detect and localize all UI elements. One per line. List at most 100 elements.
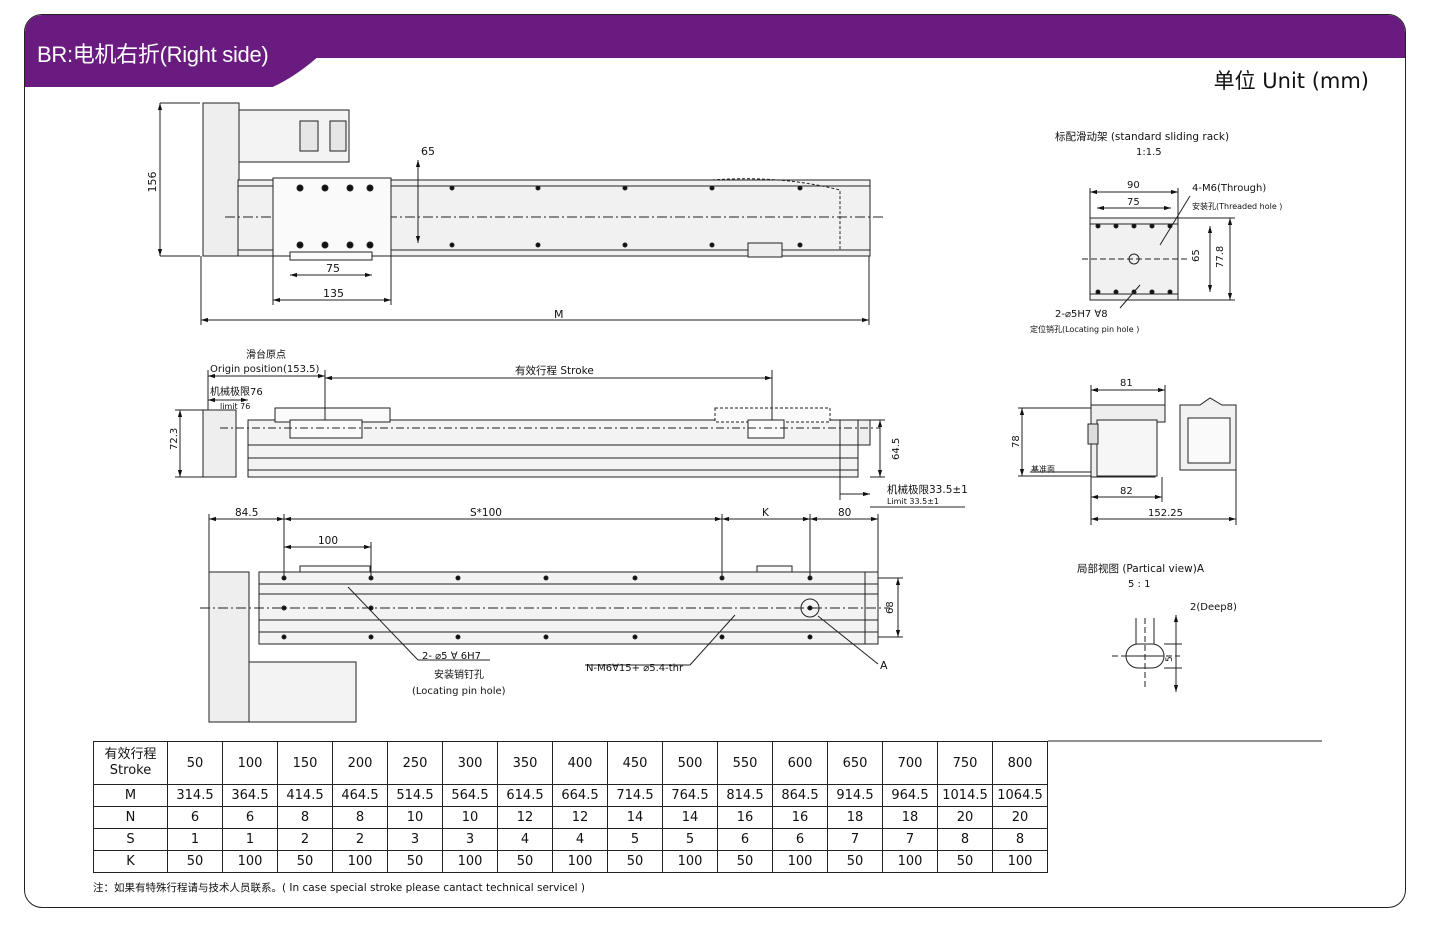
motor-block [202,102,240,257]
dim-65-top: 65 [421,145,435,158]
table-cell: 20 [937,806,993,829]
table-cell: 700 [882,741,938,785]
bottom-dim-84-5: 84.5 [235,507,258,519]
table-cell: 514.5 [387,784,443,807]
dim-64-5: 64.5 [891,438,902,460]
table-cell: 5 [607,828,663,851]
table-cell: 8 [992,828,1048,851]
sliding-rack-view [1082,188,1235,309]
table-cell: 8 [332,806,388,829]
table-cell: 1 [222,828,278,851]
rack-pin-note-cn: 定位销孔(Locating pin hole ) [1030,324,1139,334]
table-cell: 7 [882,828,938,851]
rack-title: 标配滑动架 (standard sliding rack) [1055,131,1229,143]
bottom-thread-note: N-M6∀15+ ⌀5.4-thr [586,663,684,674]
table-cell: 100 [332,850,388,873]
limit-cn: 机械极限76 [210,385,263,398]
row-header-m: M [93,784,168,807]
table-cell: 250 [387,741,443,785]
table-cell: 500 [662,741,718,785]
table-cell: 16 [772,806,828,829]
table-cell: 6 [167,806,223,829]
table-cell: 50 [827,850,883,873]
table-cell: 100 [992,850,1048,873]
table-cell: 50 [497,850,553,873]
table-cell: 914.5 [827,784,883,807]
table-cell: 12 [552,806,608,829]
dim-72-3: 72.3 [169,428,180,450]
table-cell: 350 [497,741,553,785]
table-cell: 50 [277,850,333,873]
partial-title: 局部视图 (Partical view)A [1077,562,1205,575]
table-cell: 50 [717,850,773,873]
origin-cn: 滑台原点 [246,348,286,361]
table-cell: 300 [442,741,498,785]
table-cell: 2 [277,828,333,851]
table-cell: 18 [882,806,938,829]
bottom-pin-note-cn: 安装销钉孔 [434,668,484,681]
table-cell: 314.5 [167,784,223,807]
row-header-stroke: 有效行程 Stroke [93,741,168,785]
end-dim-152-25: 152.25 [1148,508,1183,519]
table-cell: 150 [277,741,333,785]
table-cell: 614.5 [497,784,553,807]
table-cell: 814.5 [717,784,773,807]
table-cell: 414.5 [277,784,333,807]
end-view [1018,385,1237,525]
partial-view [1112,615,1182,692]
bottom-dim-k: K [762,507,770,519]
table-cell: 1 [167,828,223,851]
table-cell: 100 [772,850,828,873]
partial-dim-5: 5 [1165,656,1175,662]
table-cell: 12 [497,806,553,829]
table-cell: 100 [882,850,938,873]
table-cell: 2 [332,828,388,851]
table-cell: 6 [222,806,278,829]
table-cell: 450 [607,741,663,785]
table-cell: 464.5 [332,784,388,807]
table-cell: 864.5 [772,784,828,807]
table-cell: 10 [442,806,498,829]
rack-dim-75: 75 [1127,197,1140,208]
table-cell: 600 [772,741,828,785]
table-cell: 18 [827,806,883,829]
rack-thread-note-cn: 安装孔(Threaded hole ) [1192,201,1282,211]
top-view [157,102,885,325]
table-cell: 100 [442,850,498,873]
table-cell: 50 [387,850,443,873]
rack-thread-note: 4-M6(Through) [1192,183,1266,194]
end-dim-81: 81 [1120,378,1133,389]
table-cell: 14 [607,806,663,829]
table-cell: 100 [222,850,278,873]
limit2-cn: 机械极限33.5±1 [887,483,968,496]
bottom-view [200,514,903,723]
table-cell: 714.5 [607,784,663,807]
rack-dim-77-8: 77.8 [1215,246,1226,268]
table-cell: 8 [937,828,993,851]
table-cell: 3 [442,828,498,851]
page-title: BR:电机右折(Right side) [37,42,269,67]
table-cell: 964.5 [882,784,938,807]
table-cell: 50 [167,741,223,785]
table-cell: 5 [662,828,718,851]
footnote: 注：如果有特殊行程请与技术人员联系。( In case special stro… [93,882,585,894]
table-cell: 800 [992,741,1048,785]
stroke-label: 有效行程 Stroke [515,364,594,377]
partial-scale: 5 : 1 [1128,579,1150,590]
bottom-pin-note-en: (Locating pin hole) [412,686,506,697]
limit2-en: Limit 33.5±1 [887,497,939,506]
table-cell: 6 [717,828,773,851]
table-cell: 750 [937,741,993,785]
table-cell: 764.5 [662,784,718,807]
row-header-s: S [93,828,168,851]
table-cell: 100 [552,850,608,873]
table-cell: 200 [332,741,388,785]
bottom-callout-a: A [880,659,888,672]
table-cell: 364.5 [222,784,278,807]
bottom-dim-80: 80 [838,507,851,519]
